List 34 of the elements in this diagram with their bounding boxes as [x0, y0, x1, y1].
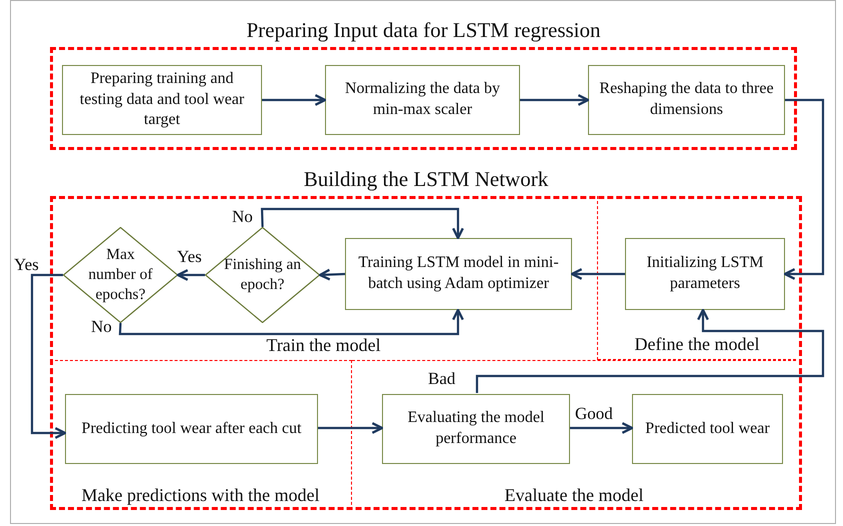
group-title: Building the LSTM Network	[302, 166, 550, 193]
arrow	[570, 268, 625, 280]
arrow	[260, 208, 464, 240]
arrow	[318, 268, 346, 281]
edge-label: Good	[575, 405, 613, 422]
edge-label: No	[232, 208, 253, 225]
process-box: Training LSTM model in mini-batch using Adam optimizer	[345, 238, 572, 310]
arrow	[30, 274, 66, 439]
decision-text: Max number of epochs?	[87, 244, 154, 306]
arrow	[570, 422, 634, 434]
arrow	[118, 308, 464, 336]
arrow	[476, 308, 824, 393]
region-label: Train the model	[265, 335, 382, 356]
arrow	[784, 98, 824, 280]
edge-label: Yes	[177, 248, 202, 265]
process-box: Reshaping the data to three dimensions	[588, 65, 785, 135]
region-label: Make predictions with the model	[80, 485, 320, 506]
edge-label: Yes	[14, 256, 39, 273]
process-box: Predicted tool wear	[632, 394, 783, 464]
edge-label: No	[91, 318, 112, 335]
arrow	[262, 94, 326, 106]
process-box: Preparing training and testing data and tool wear target	[62, 65, 262, 135]
process-box: Normalizing the data by min-max scaler	[325, 65, 520, 135]
edge-label: Bad	[428, 370, 456, 387]
group-title: Preparing Input data for LSTM regression	[246, 17, 602, 44]
arrow	[520, 94, 590, 106]
decision-text: Finishing an epoch?	[224, 254, 302, 295]
process-box: Predicting tool wear after each cut	[65, 394, 318, 464]
region-label: Evaluate the model	[504, 485, 644, 506]
arrow	[318, 422, 384, 434]
process-box: Evaluating the model performance	[382, 394, 570, 464]
arrow	[176, 269, 205, 281]
region-label: Define the model	[634, 334, 760, 355]
process-box: Initializing LSTM parameters	[625, 238, 785, 310]
